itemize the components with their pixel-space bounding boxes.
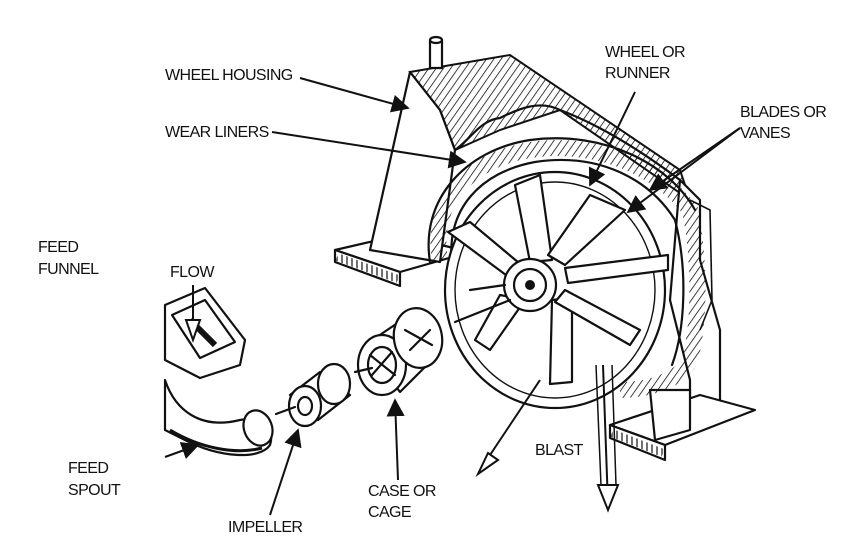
blast-arrows <box>475 364 620 513</box>
label-flow: FLOW <box>170 264 215 281</box>
wear-liners <box>427 137 706 398</box>
feed-funnel <box>163 286 274 457</box>
label-case-or-cage-line1: CASE OR <box>368 483 436 500</box>
label-blast: BLAST <box>535 442 584 459</box>
impeller <box>274 362 352 428</box>
label-wear-liners: WEAR LINERS <box>165 124 269 141</box>
label-feed-funnel-line2: FUNNEL <box>38 261 99 278</box>
leader-lines <box>164 77 741 516</box>
label-impeller: IMPELLER <box>228 519 302 536</box>
flow-arrow <box>184 285 202 344</box>
label-blades-or-vanes-line1: BLADES OR <box>740 104 826 121</box>
label-feed-spout-line2: SPOUT <box>68 482 121 499</box>
label-wheel-or-runner-line2: RUNNER <box>605 65 670 82</box>
label-case-or-cage-line2: CAGE <box>368 504 411 521</box>
label-blades-or-vanes-line2: VANES <box>740 125 790 142</box>
case-cage <box>353 307 444 397</box>
label-wheel-housing: WHEEL HOUSING <box>165 67 293 84</box>
label-wheel-or-runner-line1: WHEEL OR <box>605 44 685 61</box>
blades-vanes <box>446 173 670 386</box>
label-feed-funnel-line1: FEED <box>38 239 78 256</box>
label-feed-spout-line1: FEED <box>68 460 108 477</box>
